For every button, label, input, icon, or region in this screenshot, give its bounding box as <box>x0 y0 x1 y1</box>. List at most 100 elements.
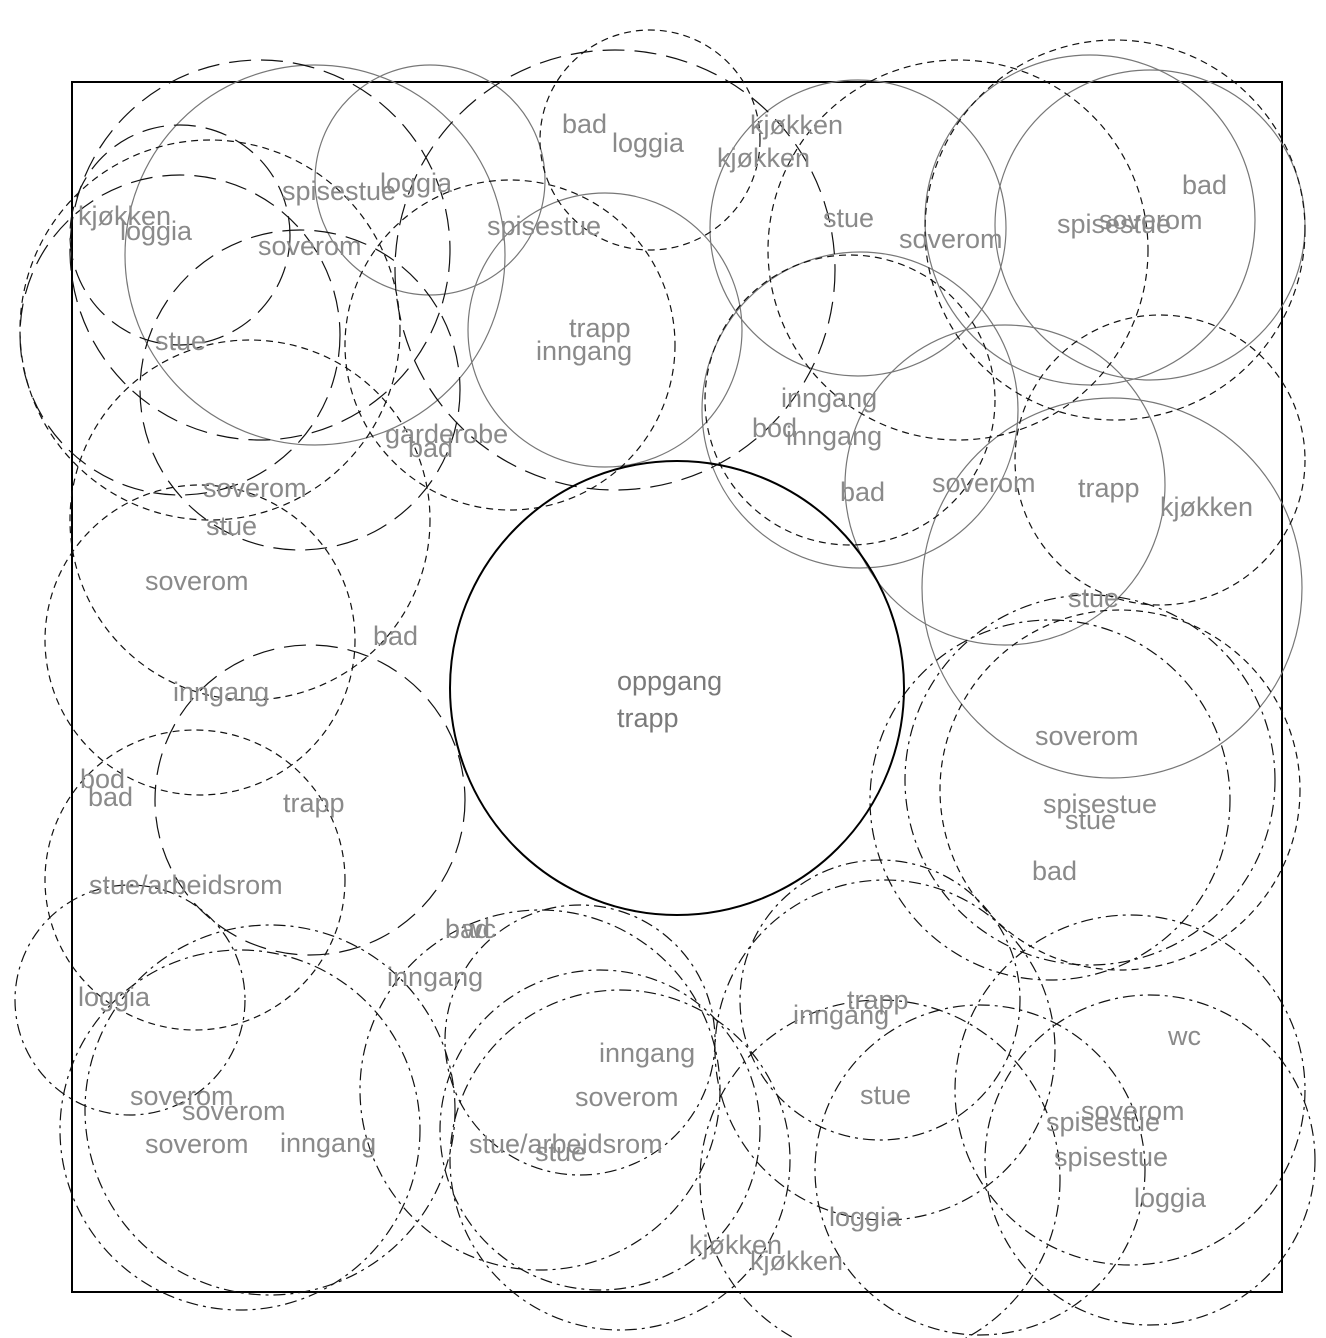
room-label: soverom <box>575 1082 679 1112</box>
room-label: loggia <box>380 168 453 198</box>
room-circle-solid <box>921 397 1303 779</box>
room-label: inngang <box>387 962 483 992</box>
room-label: trapp <box>1078 473 1140 503</box>
room-circle-long-dash <box>394 49 836 491</box>
room-label: soverom <box>182 1096 286 1126</box>
room-circle-dash-dot <box>814 1004 1146 1336</box>
room-circle-dash-dot <box>14 884 246 1116</box>
room-label: spisestue <box>487 211 601 241</box>
room-label: kjøkken <box>78 201 171 231</box>
room-circle-long-dash <box>69 59 451 441</box>
room-label: bad <box>840 477 885 507</box>
room-circle-long-dash <box>19 174 341 496</box>
room-label: stue <box>155 326 206 356</box>
room-label: spisestue <box>1057 209 1171 239</box>
room-label: bad <box>408 433 453 463</box>
room-circle-dash <box>44 729 346 1031</box>
room-label: bad <box>88 782 133 812</box>
room-label: kjøkken <box>717 143 810 173</box>
room-label: stue <box>823 203 874 233</box>
room-label: soverom <box>932 468 1036 498</box>
room-circle-solid <box>314 64 546 296</box>
room-label: inngang <box>536 336 632 366</box>
room-label: bad <box>562 109 607 139</box>
room-circle-solid <box>709 79 1007 377</box>
core-circle <box>449 460 905 916</box>
room-label: oppgang <box>617 666 722 696</box>
room-label: stue <box>1068 583 1119 613</box>
room-label: trapp <box>569 313 631 343</box>
room-circle-dash <box>704 254 996 546</box>
room-circle-long-dash <box>154 644 466 956</box>
room-label: stue/arbeidsrom <box>89 870 283 900</box>
room-label: inngang <box>786 421 882 451</box>
room-circle-dash-dot <box>714 879 1056 1221</box>
room-label: kjøkken <box>750 1246 843 1276</box>
room-circle-long-dash <box>69 124 291 346</box>
room-label: bad <box>1032 856 1077 886</box>
room-label: kjøkken <box>1160 492 1253 522</box>
room-label: soverom <box>145 566 249 596</box>
room-circle-dash-dot <box>84 924 456 1296</box>
room-label: inngang <box>781 383 877 413</box>
room-circle-solid <box>701 251 1019 569</box>
room-label: stue <box>1065 805 1116 835</box>
room-label: bod <box>752 413 797 443</box>
room-label: trapp <box>283 788 345 818</box>
room-circle-dash <box>344 179 676 511</box>
room-label: loggia <box>120 216 193 246</box>
room-label: spisestue <box>1054 1142 1168 1172</box>
room-circle-dash <box>44 484 356 796</box>
room-label: inngang <box>173 677 269 707</box>
room-label: bad <box>1182 170 1227 200</box>
room-labels: oppgangtrappkjøkkenloggiaspisestueloggia… <box>78 109 1253 1276</box>
room-circle-dash <box>939 609 1301 971</box>
room-label: bod <box>80 764 125 794</box>
room-label: loggia <box>1134 1183 1207 1213</box>
room-label: soverom <box>1081 1096 1185 1126</box>
room-circle-dash <box>924 39 1306 421</box>
room-circle-dash <box>19 139 401 521</box>
room-label: stue <box>206 511 257 541</box>
room-label: spisestue <box>282 176 396 206</box>
room-circle-solid <box>467 192 743 468</box>
room-label: stue <box>535 1137 586 1167</box>
room-label: bad <box>445 914 490 944</box>
room-circles <box>14 29 1316 1338</box>
room-circle-solid <box>844 324 1166 646</box>
room-label: trapp <box>847 985 909 1015</box>
room-circle-dash-dot <box>984 994 1316 1326</box>
room-label: kjøkken <box>750 110 843 140</box>
room-label: soverom <box>130 1081 234 1111</box>
room-label: inngang <box>793 1000 889 1030</box>
room-circle-dash <box>767 59 1149 441</box>
room-circle-dash-dot <box>699 999 1061 1338</box>
room-label: soverom <box>1099 205 1203 235</box>
room-circle-dash-dot <box>739 859 1021 1141</box>
room-label: loggia <box>612 128 685 158</box>
room-circle-dash <box>539 29 761 251</box>
room-label: trapp <box>617 703 679 733</box>
room-label: inngang <box>280 1128 376 1158</box>
room-circle-dash-dot <box>954 914 1306 1266</box>
room-label: kjøkken <box>689 1230 782 1260</box>
room-label: soverom <box>1035 721 1139 751</box>
room-circle-solid <box>124 64 506 446</box>
room-label: soverom <box>145 1129 249 1159</box>
room-circle-dash-dot <box>869 619 1231 981</box>
room-circle-dash-dot <box>904 594 1276 966</box>
room-circle-long-dash <box>139 229 461 551</box>
room-label: spisestue <box>1043 789 1157 819</box>
room-label: spisestue <box>1046 1107 1160 1137</box>
room-label: loggia <box>78 982 151 1012</box>
room-circle-dash-dot <box>439 969 761 1291</box>
room-label: soverom <box>899 224 1003 254</box>
room-label: loggia <box>829 1202 902 1232</box>
room-label: garderobe <box>385 419 508 449</box>
room-circle-dash <box>1014 314 1306 606</box>
site-boundary <box>71 81 1283 1293</box>
room-circle-dash-dot <box>59 949 421 1311</box>
room-circle-dash <box>69 339 431 701</box>
room-circle-dash-dot <box>449 989 791 1331</box>
room-label: inngang <box>599 1038 695 1068</box>
